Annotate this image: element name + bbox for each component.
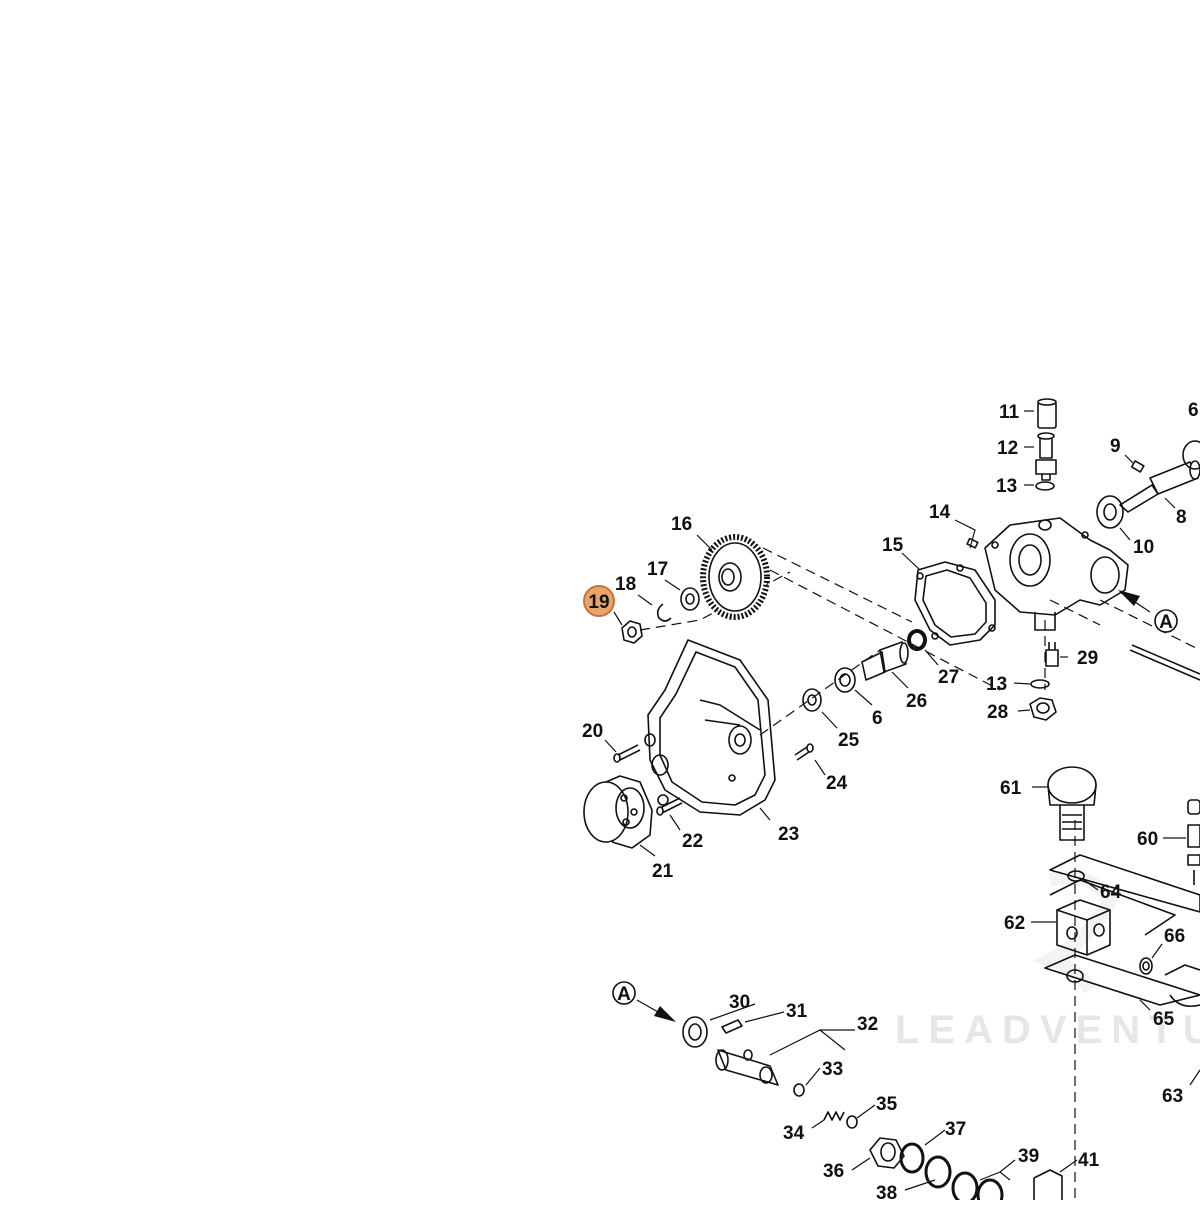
callout-32[interactable]: 32 (857, 1014, 878, 1035)
callout-13a[interactable]: 13 (996, 476, 1017, 497)
part-62-block (1056, 899, 1111, 956)
part-39-seals (951, 1171, 1004, 1205)
part-18-snap-ring (656, 603, 672, 622)
part-11-cap (1037, 398, 1057, 429)
callout-6b[interactable]: 6 (872, 708, 883, 729)
callout-19-highlight[interactable] (583, 585, 615, 617)
callout-34[interactable]: 34 (783, 1123, 805, 1144)
rod-right (1129, 644, 1200, 681)
callout-27[interactable]: 27 (938, 667, 959, 688)
callout-10[interactable]: 10 (1133, 537, 1154, 558)
leader-lines (604, 410, 1200, 1191)
part-65-gasket-plate (1044, 954, 1200, 1006)
part-9-pin (1130, 460, 1145, 473)
ref-marker-a-top: A (1118, 590, 1178, 633)
part-35-ring (846, 1115, 858, 1129)
ref-marker-a-top-label: A (1159, 612, 1173, 633)
part-36-nut (869, 1137, 905, 1169)
ref-marker-a-bottom-label: A (617, 984, 631, 1005)
part-33-ball (793, 1083, 805, 1097)
callout-20[interactable]: 20 (582, 721, 603, 742)
callout-36[interactable]: 36 (823, 1161, 844, 1182)
callout-37[interactable]: 37 (945, 1119, 966, 1140)
part-19-nut (621, 620, 643, 644)
part-12-valve (1035, 432, 1057, 481)
part-10-bearing (1096, 495, 1124, 529)
watermark-text: LEADVENTUR (895, 1008, 1200, 1052)
callout-39[interactable]: 39 (1018, 1146, 1039, 1167)
callout-21[interactable]: 21 (652, 861, 674, 882)
callout-30[interactable]: 30 (729, 992, 750, 1013)
callout-31[interactable]: 31 (786, 1001, 808, 1022)
callout-24[interactable]: 24 (826, 773, 848, 794)
callout-35[interactable]: 35 (876, 1094, 898, 1115)
part-plate-mid (1049, 879, 1176, 936)
part-valve-right (1164, 964, 1200, 1008)
callout-16[interactable]: 16 (671, 514, 692, 535)
callout-66[interactable]: 66 (1164, 926, 1185, 947)
callout-38[interactable]: 38 (876, 1183, 897, 1204)
callout-33[interactable]: 33 (822, 1059, 843, 1080)
part-34-spring (823, 1111, 845, 1121)
callout-22[interactable]: 22 (682, 831, 703, 852)
ref-marker-a-bottom: A (612, 981, 676, 1022)
part-14-housing (966, 517, 1129, 631)
assembly-dash-lines (639, 547, 1200, 1200)
part-8-shaft (1119, 460, 1200, 513)
callout-60[interactable]: 60 (1137, 829, 1158, 850)
part-13-oring-upper (1035, 481, 1055, 491)
part-20-screw (613, 744, 641, 763)
callout-17[interactable]: 17 (647, 559, 668, 580)
callout-26[interactable]: 26 (906, 691, 927, 712)
callout-28[interactable]: 28 (987, 702, 1008, 723)
callout-64[interactable]: 64 (1100, 882, 1122, 903)
callout-63[interactable]: 63 (1162, 1086, 1183, 1107)
callout-18[interactable]: 18 (615, 574, 636, 595)
part-64-gasket-plate (1049, 854, 1200, 913)
part-6-ring-top (1182, 440, 1200, 470)
callout-62[interactable]: 62 (1004, 913, 1025, 934)
part-6-bushing (834, 667, 856, 693)
callout-19[interactable]: 19 (588, 592, 609, 613)
part-66-washer (1139, 957, 1153, 975)
callout-23[interactable]: 23 (778, 824, 799, 845)
part-13-oring-lower (1030, 679, 1050, 689)
callout-15[interactable]: 15 (882, 535, 904, 556)
callout-6a[interactable]: 6 (1188, 400, 1199, 421)
callout-25[interactable]: 25 (838, 730, 860, 751)
part-27-seal (907, 629, 927, 651)
part-17-washer (680, 587, 700, 611)
part-60-stack (1187, 799, 1200, 885)
part-61-accumulator (1047, 766, 1097, 841)
part-25-washer (802, 688, 822, 712)
callout-11[interactable]: 11 (999, 402, 1020, 423)
part-30-seal (682, 1016, 708, 1048)
callout-41[interactable]: 41 (1078, 1150, 1100, 1171)
part-28-plug (1029, 697, 1057, 721)
callout-61[interactable]: 61 (1000, 778, 1022, 799)
part-32-piston (715, 1049, 779, 1086)
part-26-pinion (861, 641, 909, 681)
callout-labels: 6 6 8 9 10 11 12 13 13 14 15 16 17 18 19… (582, 400, 1199, 1204)
part-16-gear (700, 534, 770, 620)
part-41-fitting (1033, 1169, 1063, 1200)
part-22-screw (656, 797, 683, 816)
callout-12[interactable]: 12 (997, 438, 1018, 459)
part-31-pin (721, 1019, 743, 1034)
part-24-screw (794, 743, 814, 761)
callout-29[interactable]: 29 (1077, 648, 1098, 669)
part-37-seal (899, 1142, 952, 1189)
part-15-gasket (914, 561, 996, 646)
part-21-drum (583, 775, 653, 849)
callout-9[interactable]: 9 (1110, 436, 1121, 457)
callout-14[interactable]: 14 (929, 502, 951, 523)
part-29-fitting (1045, 642, 1059, 667)
callout-65[interactable]: 65 (1153, 1009, 1175, 1030)
callout-8[interactable]: 8 (1176, 507, 1187, 528)
part-23-cover (644, 639, 776, 816)
callout-13b[interactable]: 13 (986, 674, 1007, 695)
